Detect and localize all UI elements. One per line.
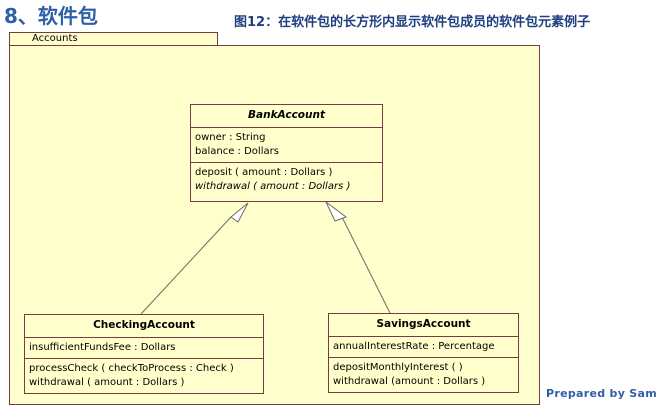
attributes-compartment: insufficientFundsFee : Dollars bbox=[25, 338, 263, 359]
operation-withdrawal: withdrawal (amount : Dollars ) bbox=[333, 376, 486, 387]
class-bankaccount[interactable]: BankAccount owner : String balance : Dol… bbox=[190, 104, 383, 202]
package-tab[interactable]: Accounts bbox=[9, 32, 218, 45]
attribute-owner: owner : String bbox=[195, 132, 266, 143]
inheritance-arrowhead-checking bbox=[230, 202, 249, 223]
attributes-compartment: annualInterestRate : Percentage bbox=[329, 337, 518, 358]
generalization-line-savings bbox=[341, 216, 391, 314]
operation-depositmonthlyinterest: depositMonthlyInterest ( ) bbox=[333, 362, 463, 373]
class-savingsaccount[interactable]: SavingsAccount annualInterestRate : Perc… bbox=[328, 313, 519, 393]
class-name: CheckingAccount bbox=[25, 315, 263, 338]
package-name: Accounts bbox=[32, 33, 78, 44]
attribute-balance: balance : Dollars bbox=[195, 146, 279, 157]
inheritance-arrowhead-savings bbox=[325, 201, 348, 222]
operations-compartment: depositMonthlyInterest ( ) withdrawal (a… bbox=[329, 358, 518, 392]
operation-deposit: deposit ( amount : Dollars ) bbox=[195, 167, 333, 178]
operation-withdrawal: withdrawal ( amount : Dollars ) bbox=[29, 377, 185, 388]
attributes-compartment: owner : String balance : Dollars bbox=[191, 128, 382, 163]
page-heading: 8、软件包 bbox=[4, 4, 98, 28]
figure-caption: 图12：在软件包的长方形内显示软件包成员的软件包元素例子 bbox=[234, 15, 591, 30]
attribute-annualinterestrate: annualInterestRate : Percentage bbox=[333, 341, 495, 352]
generalization-line-checking bbox=[140, 216, 232, 315]
operation-processcheck: processCheck ( checkToProcess : Check ) bbox=[29, 363, 234, 374]
operation-withdrawal: withdrawal ( amount : Dollars ) bbox=[195, 181, 351, 192]
operations-compartment: processCheck ( checkToProcess : Check ) … bbox=[25, 359, 263, 393]
operations-compartment: deposit ( amount : Dollars ) withdrawal … bbox=[191, 163, 382, 197]
class-name: BankAccount bbox=[191, 105, 382, 128]
class-checkingaccount[interactable]: CheckingAccount insufficientFundsFee : D… bbox=[24, 314, 264, 394]
attribute-insufficientfundsfee: insufficientFundsFee : Dollars bbox=[29, 342, 176, 353]
credit-text: Prepared by Sam bbox=[546, 387, 658, 400]
class-name: SavingsAccount bbox=[329, 314, 518, 337]
